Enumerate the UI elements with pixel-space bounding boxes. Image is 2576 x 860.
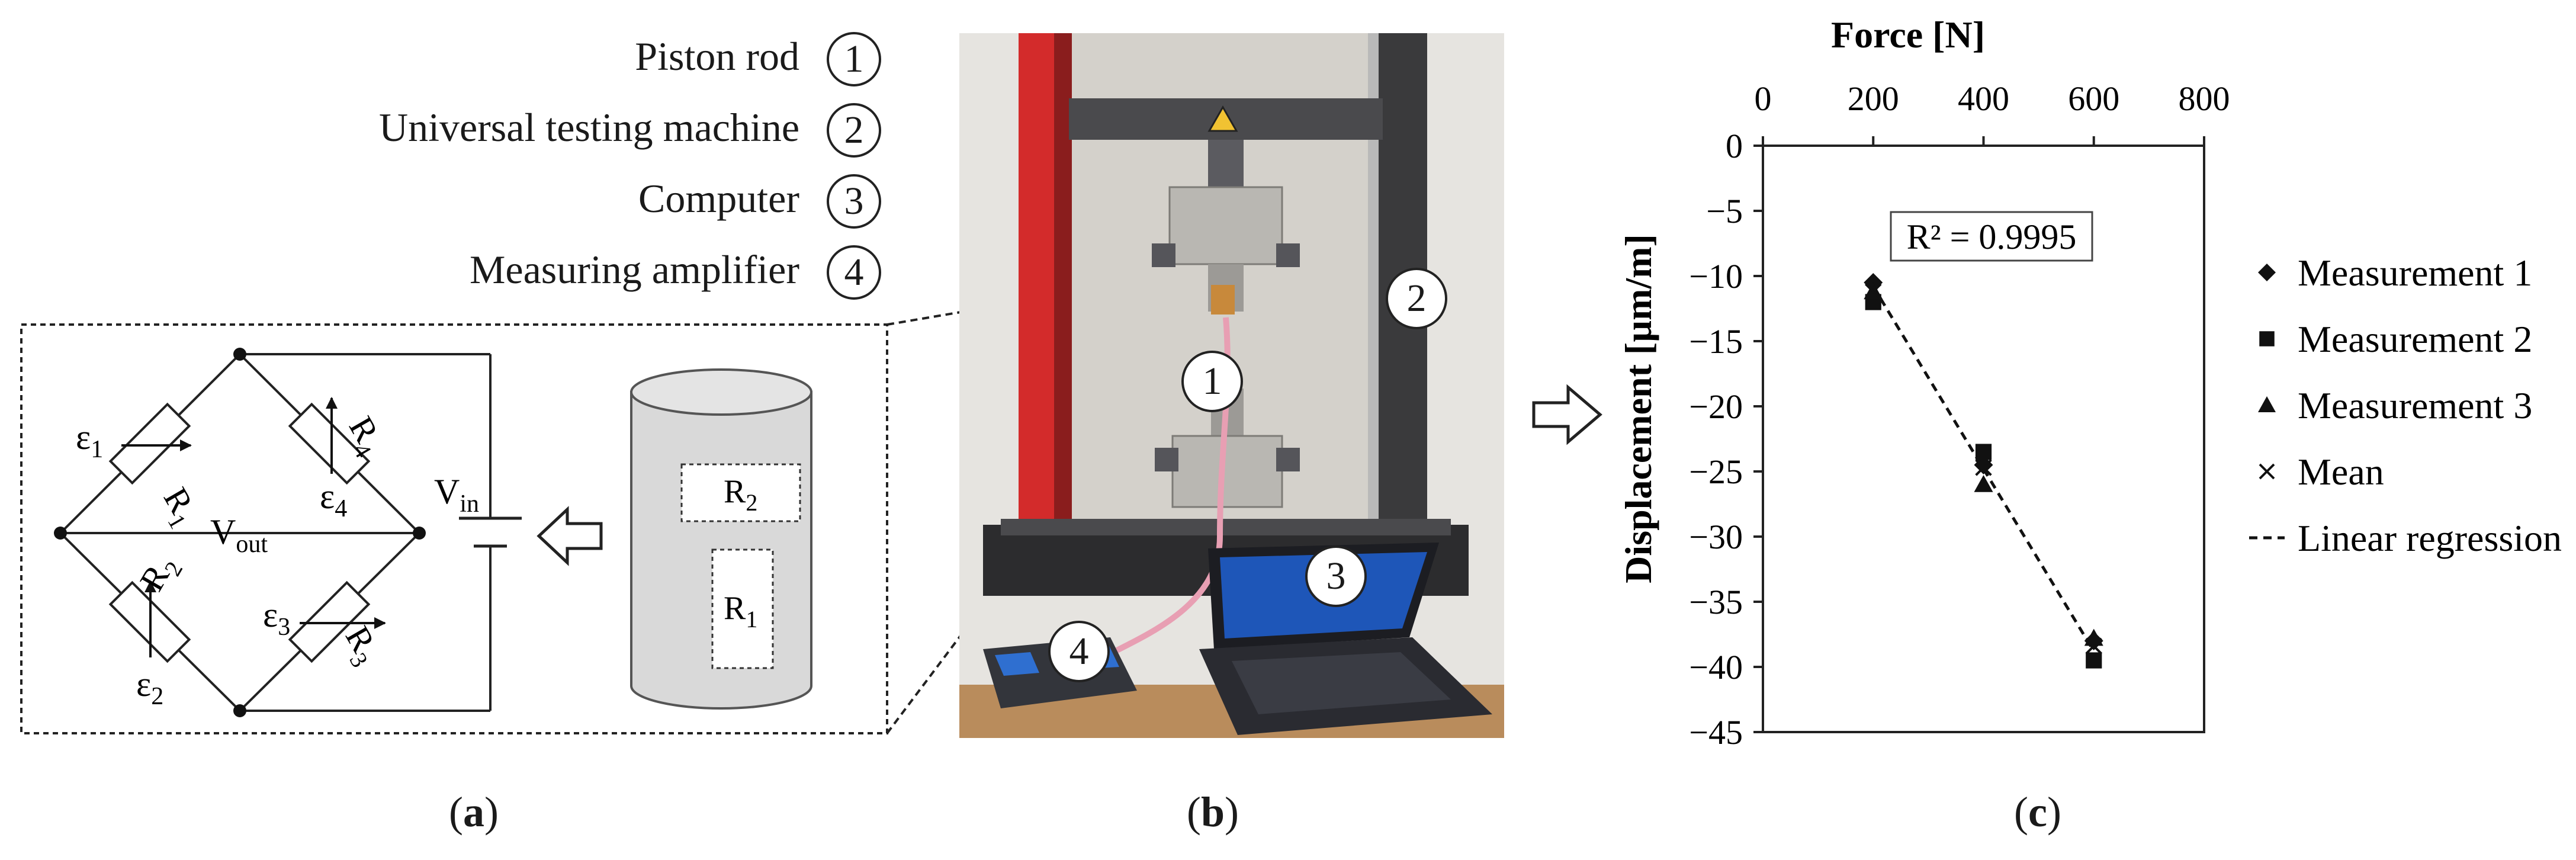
specimen-strain-gauge — [1211, 285, 1235, 315]
machine-base-top — [1001, 519, 1451, 535]
data-point-x-stroke — [2085, 637, 2102, 655]
label-epsilon-3: ε3 — [263, 595, 290, 641]
piston-rod-cylinder: R2 R1 — [630, 368, 812, 710]
r-squared-text: R² = 0.9995 — [1907, 217, 2077, 256]
panel-a-diagram: ε1 R1 R4 ε4 Vout Vin R2 ε2 ε3 R3 R2 R1 — [20, 303, 1007, 734]
cylinder-label-r2: R2 — [724, 473, 757, 516]
laptop-keyboard — [1232, 652, 1451, 714]
label-epsilon-2: ε2 — [136, 665, 163, 710]
legend-label-measuring-amplifier: Measuring amplifier — [469, 247, 799, 292]
data-point-x-stroke — [1865, 283, 1882, 300]
r-squared-annotation: R² = 0.9995 — [1890, 211, 2093, 262]
legend-label: Measurement 2 — [2298, 318, 2532, 360]
y-tick-label: −40 — [1689, 648, 1743, 686]
y-tick-label: −30 — [1689, 518, 1743, 556]
data-point-x — [1865, 283, 1882, 300]
label-r1: R1 — [151, 481, 207, 533]
data-point-triangle — [2084, 628, 2103, 646]
legend-label: Mean — [2298, 451, 2384, 493]
node-left — [54, 527, 67, 540]
upper-grip-knob-left — [1152, 243, 1175, 267]
cylinder-label-r1: R1 — [724, 590, 757, 633]
photo-marker-3: 3 — [1305, 545, 1367, 607]
x-tick-label: 200 — [1848, 79, 1899, 118]
y-axis-label: Displacement [µm/m] — [1617, 234, 1659, 583]
resistor-r1 — [108, 402, 191, 485]
legend-label: Linear regression — [2298, 517, 2562, 559]
legend-marker-3: 3 — [827, 174, 881, 229]
zoom-line-top — [886, 303, 1007, 326]
lower-grip-knob-left — [1155, 448, 1178, 471]
node-bottom — [233, 704, 246, 717]
label-epsilon-4: ε4 — [320, 477, 347, 522]
x-tick-label: 800 — [2179, 79, 2230, 118]
hollow-arrow-right-icon — [1532, 384, 1602, 445]
label-vout: Vout — [210, 512, 268, 558]
photo-marker-1: 1 — [1181, 351, 1243, 412]
data-point-square — [2086, 652, 2102, 669]
legend-label-piston-rod: Piston rod — [635, 34, 799, 79]
legend-marker-diamond — [2258, 264, 2276, 281]
photo-marker-2: 2 — [1386, 268, 1447, 329]
legend-label-universal-testing-machine: Universal testing machine — [378, 105, 799, 150]
hollow-arrow-left-icon — [537, 506, 603, 566]
gauge-r1-box — [711, 548, 774, 669]
panel-label-b: (b) — [1187, 788, 1239, 836]
machine-right-rail — [1368, 33, 1379, 584]
label-vin: Vin — [434, 472, 479, 518]
lower-grip — [1171, 435, 1283, 508]
node-right — [413, 527, 426, 540]
y-tick-label: 0 — [1726, 127, 1743, 165]
label-epsilon-1: ε1 — [76, 418, 103, 463]
chart-legend: Measurement 1 Measurement 2 Measurement 3 M… — [2249, 252, 2562, 559]
warning-sign-icon — [1207, 105, 1238, 132]
x-tick-label: 0 — [1755, 79, 1772, 118]
legend-marker-triangle — [2258, 396, 2276, 412]
resistor-r4 — [288, 402, 371, 485]
chart-axes: 0 200 400 600 800 0 −5 −10 −15 −20 −25 −30 −35 −40 −45 — [1689, 79, 2230, 752]
y-tick-label: −10 — [1689, 257, 1743, 296]
panel-label-a: (a) — [449, 788, 499, 836]
y-tick-label: −45 — [1689, 713, 1743, 752]
data-point-triangle — [1974, 475, 1993, 492]
amplifier-blue-accent — [995, 652, 1039, 676]
regression-line — [1872, 285, 2095, 652]
data-point-x-stroke — [1975, 459, 1992, 476]
legend-marker-x-stroke — [2259, 463, 2275, 480]
lower-grip-knob-right — [1276, 448, 1300, 471]
gauge-r2-box — [680, 463, 801, 522]
node-top — [233, 348, 246, 361]
x-tick-label: 400 — [1958, 79, 2009, 118]
y-tick-label: −20 — [1689, 387, 1743, 426]
upper-grip — [1168, 186, 1283, 265]
photo-marker-4: 4 — [1048, 621, 1110, 682]
upper-load-cell — [1208, 140, 1244, 187]
legend-label-computer: Computer — [638, 176, 799, 221]
y-tick-label: −5 — [1706, 192, 1743, 230]
x-axis-label: Force [N] — [1831, 14, 1985, 56]
legend-marker-square — [2259, 331, 2275, 346]
legend-marker-2: 2 — [827, 103, 881, 158]
x-tick-label: 600 — [2068, 79, 2119, 118]
wheatstone-bridge — [59, 353, 492, 712]
y-tick-label: −15 — [1689, 322, 1743, 361]
circuit-dashed-frame — [20, 323, 888, 734]
legend-label: Measurement 1 — [2298, 252, 2532, 294]
legend-marker-1: 1 — [827, 32, 881, 86]
legend-label: Measurement 3 — [2298, 384, 2532, 426]
y-tick-label: −25 — [1689, 453, 1743, 491]
upper-grip-knob-right — [1276, 243, 1300, 267]
machine-red-column — [1019, 33, 1060, 554]
panel-label-c: (c) — [2014, 788, 2061, 836]
y-tick-label: −35 — [1689, 583, 1743, 621]
legend-marker-4: 4 — [827, 245, 881, 300]
chart-points — [1864, 273, 2103, 669]
force-displacement-chart: Force [N] Displacement [µm/m] 0 200 400 600… — [1617, 14, 2562, 752]
legend-marker-x — [2259, 463, 2275, 480]
